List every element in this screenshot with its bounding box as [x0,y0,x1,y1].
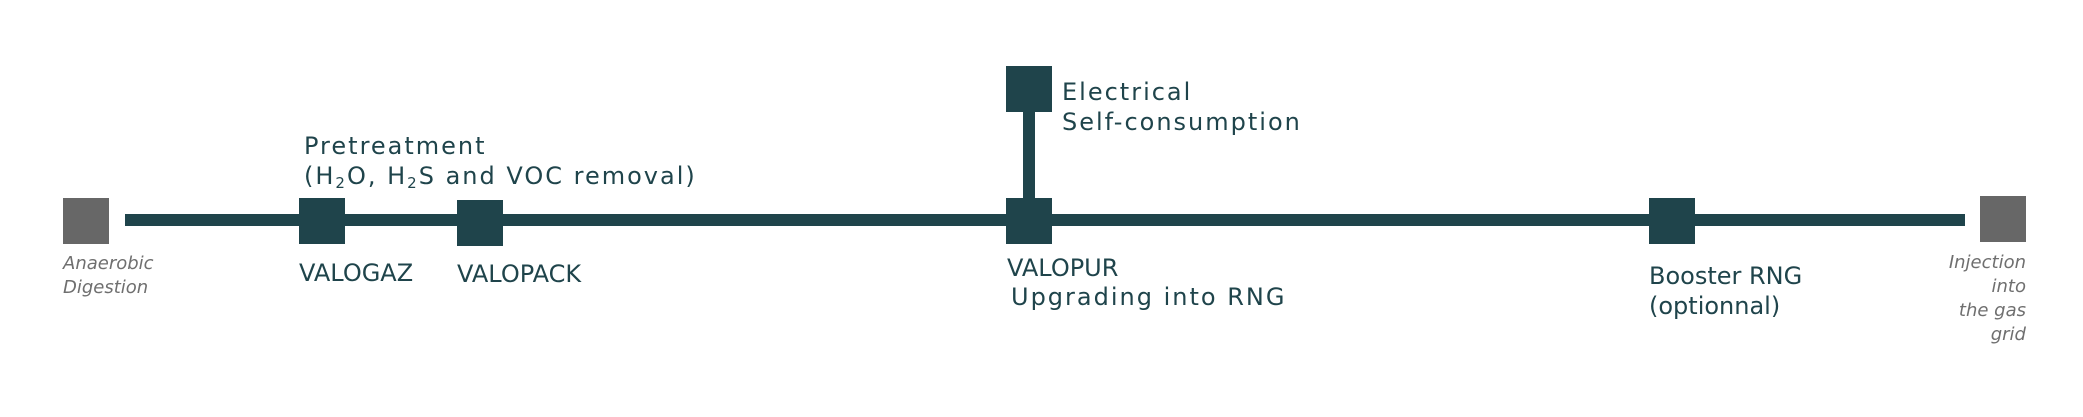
start-label-line-1: Anaerobic [63,253,154,274]
valogaz-node [299,198,345,244]
pretreatment-subscript: 2 [407,174,419,192]
gas-grid-label: Injection into the gas grid [1949,251,2026,347]
anaerobic-digestion-label: Anaerobic Digestion [63,252,154,300]
booster-label-line-1: Booster RNG [1649,262,1803,290]
electrical-branch-line [1023,105,1035,215]
pretreatment-detail-part: (H [304,162,336,190]
electrical-label-line-2: Self-consumption [1062,108,1302,136]
electrical-label: Electrical Self-consumption [1062,77,1302,137]
end-label-line-2: into [1991,276,2026,297]
valopack-label: VALOPACK [457,260,582,288]
end-label-line-4: grid [1990,324,2026,345]
pretreatment-subscript: 2 [335,174,347,192]
end-label-line-1: Injection [1948,252,2026,273]
electrical-label-line-1: Electrical [1062,78,1193,106]
end-label-line-3: the gas [1958,300,2026,321]
pretreatment-detail-part: O, H [346,162,408,190]
valopack-node [457,200,503,246]
gas-grid-injection-node [1980,196,2026,242]
booster-rng-node [1649,198,1695,244]
booster-label-line-2: (optionnal) [1649,292,1781,320]
valopur-node [1006,198,1052,244]
pretreatment-title: Pretreatment [304,132,487,160]
valogaz-label: VALOGAZ [299,259,414,287]
valopur-label: VALOPUR [1007,254,1119,282]
booster-rng-label: Booster RNG (optionnal) [1649,261,1802,321]
pretreatment-detail-part: S and VOC removal) [418,162,697,190]
start-label-line-2: Digestion [63,277,149,298]
pretreatment-detail: (H2O, H2S and VOC removal) [304,161,697,191]
valopur-sublabel: Upgrading into RNG [1011,283,1287,311]
electrical-node [1006,66,1052,112]
anaerobic-digestion-node [63,198,109,244]
